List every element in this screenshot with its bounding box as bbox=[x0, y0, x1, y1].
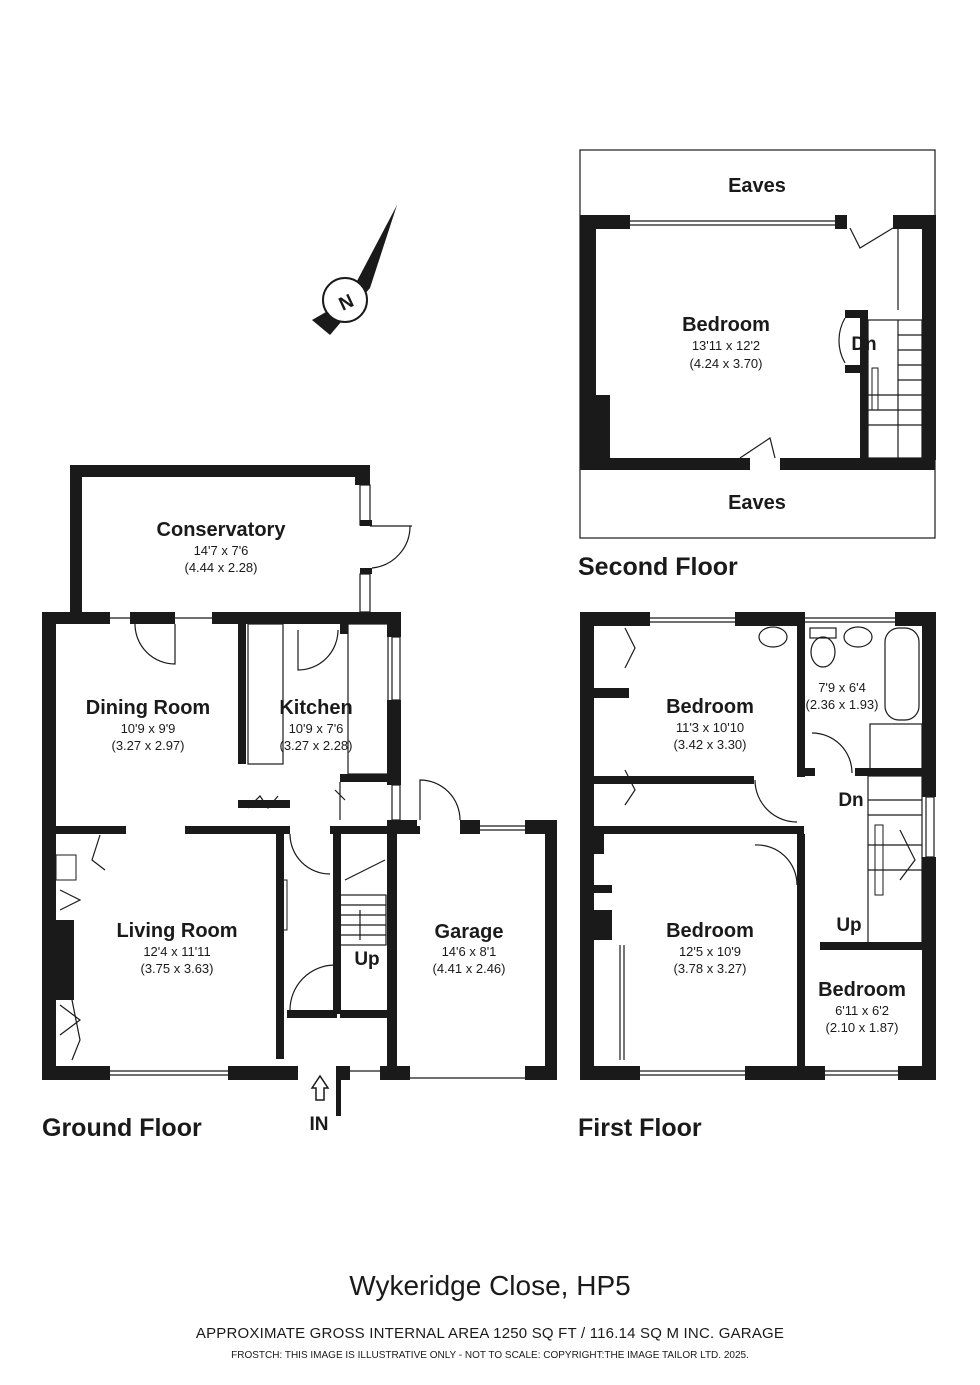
bathroom-metric: (2.36 x 1.93) bbox=[806, 697, 879, 712]
gross-area-text: APPROXIMATE GROSS INTERNAL AREA 1250 SQ … bbox=[195, 1325, 785, 1342]
ground-stairs-up-label: Up bbox=[354, 949, 379, 970]
first-bedroom-rear-name: Bedroom bbox=[666, 920, 754, 942]
first-bedroom-small-name: Bedroom bbox=[818, 979, 906, 1001]
first-floor-label: First Floor bbox=[578, 1114, 702, 1142]
first-bedroom-front-name: Bedroom bbox=[666, 696, 754, 718]
second-bedroom-imperial: 13'11 x 12'2 bbox=[692, 338, 760, 353]
ground-floor-plan bbox=[42, 465, 557, 1116]
first-stairs-up-label: Up bbox=[836, 915, 861, 936]
ground-floor-label: Ground Floor bbox=[42, 1114, 202, 1142]
dining-room-imperial: 10'9 x 9'9 bbox=[121, 721, 176, 736]
first-floor-plan bbox=[580, 612, 936, 1080]
garage-metric: (4.41 x 2.46) bbox=[433, 961, 506, 976]
conservatory-metric: (4.44 x 2.28) bbox=[185, 560, 258, 575]
eaves-bottom-label: Eaves bbox=[728, 492, 786, 514]
living-room-name: Living Room bbox=[116, 920, 237, 942]
first-bedroom-rear-imperial: 12'5 x 10'9 bbox=[679, 944, 741, 959]
dining-room-metric: (3.27 x 2.97) bbox=[112, 738, 185, 753]
living-room-imperial: 12'4 x 11'11 bbox=[143, 944, 210, 959]
north-arrow-icon: N bbox=[312, 205, 397, 335]
dining-room-name: Dining Room bbox=[86, 697, 210, 719]
garage-name: Garage bbox=[435, 921, 504, 943]
kitchen-imperial: 10'9 x 7'6 bbox=[289, 721, 344, 736]
second-floor-plan bbox=[579, 149, 936, 539]
second-bedroom-name: Bedroom bbox=[682, 314, 770, 336]
second-stairs-down-label: Dn bbox=[851, 334, 876, 355]
eaves-top-label: Eaves bbox=[728, 175, 786, 197]
second-floor-label: Second Floor bbox=[578, 553, 738, 581]
first-bedroom-rear-metric: (3.78 x 3.27) bbox=[674, 961, 747, 976]
kitchen-name: Kitchen bbox=[279, 697, 352, 719]
bathroom-imperial: 7'9 x 6'4 bbox=[818, 680, 866, 695]
address-title: Wykeridge Close, HP5 bbox=[349, 1270, 631, 1301]
first-bedroom-front-imperial: 11'3 x 10'10 bbox=[676, 720, 744, 735]
kitchen-metric: (3.27 x 2.28) bbox=[280, 738, 353, 753]
entrance-label: IN bbox=[310, 1114, 329, 1135]
conservatory-name: Conservatory bbox=[157, 519, 287, 541]
living-room-metric: (3.75 x 3.63) bbox=[141, 961, 214, 976]
conservatory-imperial: 14'7 x 7'6 bbox=[194, 543, 249, 558]
second-bedroom-metric: (4.24 x 3.70) bbox=[690, 356, 763, 371]
garage-imperial: 14'6 x 8'1 bbox=[442, 944, 497, 959]
disclaimer-text: FROSTCH: THIS IMAGE IS ILLUSTRATIVE ONLY… bbox=[231, 1350, 749, 1361]
first-stairs-down-label: Dn bbox=[838, 790, 863, 811]
first-bedroom-front-metric: (3.42 x 3.30) bbox=[674, 737, 747, 752]
first-bedroom-small-metric: (2.10 x 1.87) bbox=[826, 1020, 899, 1035]
first-bedroom-small-imperial: 6'11 x 6'2 bbox=[835, 1003, 889, 1018]
